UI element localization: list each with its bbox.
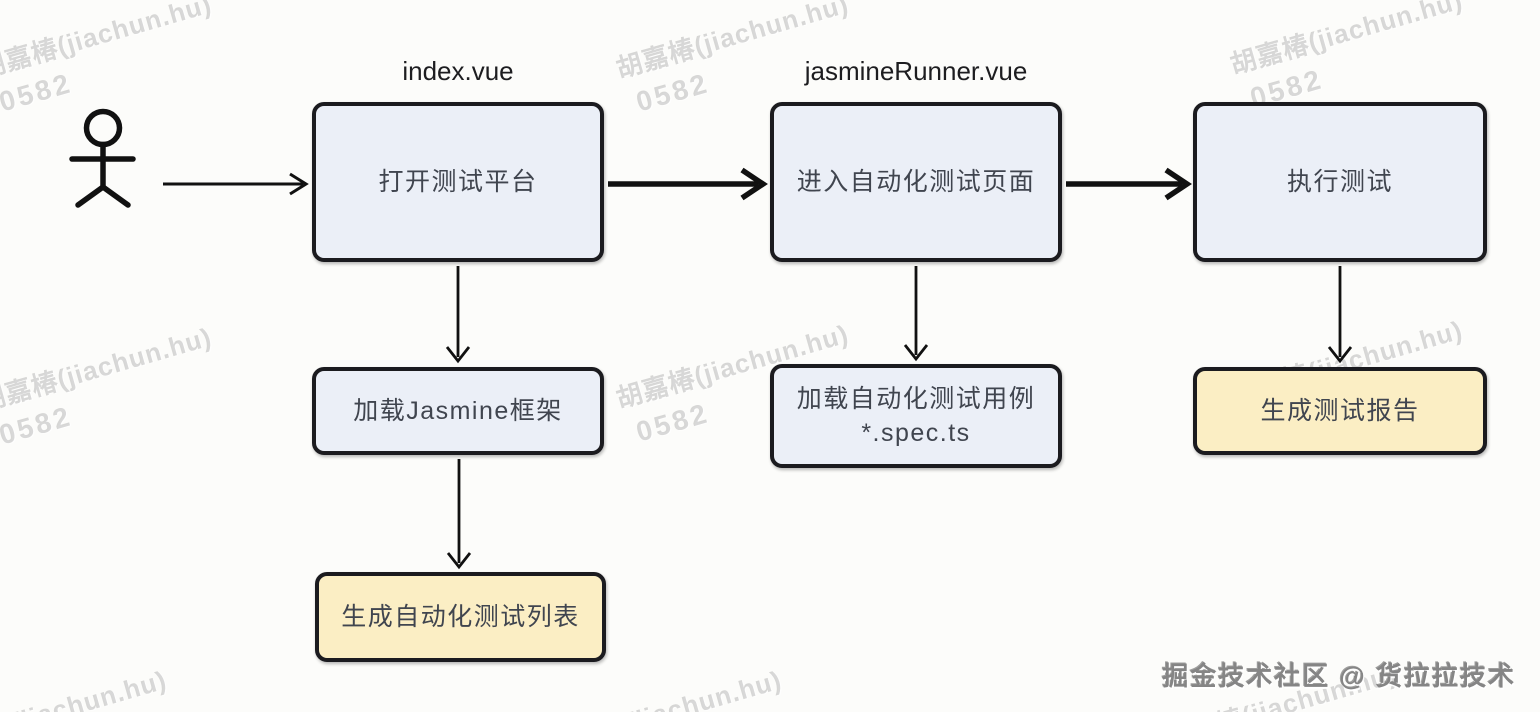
arrow-open-platform-to-load-jasmine bbox=[445, 266, 471, 364]
file-label-jasmine-runner-vue: jasmineRunner.vue bbox=[804, 56, 1028, 86]
node-label: 进入自动化测试页面 bbox=[796, 168, 1036, 196]
file-label-index-vue: index.vue bbox=[402, 56, 514, 86]
arrow-open-platform-to-enter-page bbox=[608, 167, 768, 201]
node-label: 生成自动化测试列表 bbox=[341, 603, 580, 631]
node-label: 生成测试报告 bbox=[1260, 397, 1420, 425]
node-label: 加载自动化测试用例 bbox=[796, 385, 1036, 413]
flow-node-load-jasmine: 加载Jasmine框架 bbox=[312, 367, 604, 455]
flow-node-load-spec-cases: 加载自动化测试用例 *.spec.ts bbox=[770, 364, 1062, 468]
arrow-enter-page-to-run-test bbox=[1066, 167, 1192, 201]
flow-node-enter-auto-test-page: 进入自动化测试页面 bbox=[770, 102, 1062, 262]
footer-credit: 掘金技术社区 @ 货拉拉技术 bbox=[1162, 661, 1516, 691]
arrow-load-jasmine-to-generate-list bbox=[446, 459, 472, 570]
flow-node-run-test: 执行测试 bbox=[1193, 102, 1487, 262]
flow-node-open-platform: 打开测试平台 bbox=[312, 102, 604, 262]
arrow-actor-to-open-platform bbox=[163, 172, 309, 196]
node-label: 打开测试平台 bbox=[378, 168, 538, 196]
arrow-enter-page-to-load-spec bbox=[903, 266, 929, 362]
arrow-run-test-to-generate-report bbox=[1327, 266, 1353, 364]
flow-node-generate-report: 生成测试报告 bbox=[1193, 367, 1487, 455]
node-label: 执行测试 bbox=[1286, 168, 1393, 196]
node-sublabel: *.spec.ts bbox=[861, 419, 971, 447]
user-actor-icon bbox=[69, 108, 136, 208]
flow-node-generate-test-list: 生成自动化测试列表 bbox=[315, 572, 606, 662]
node-label: 加载Jasmine框架 bbox=[353, 397, 563, 425]
